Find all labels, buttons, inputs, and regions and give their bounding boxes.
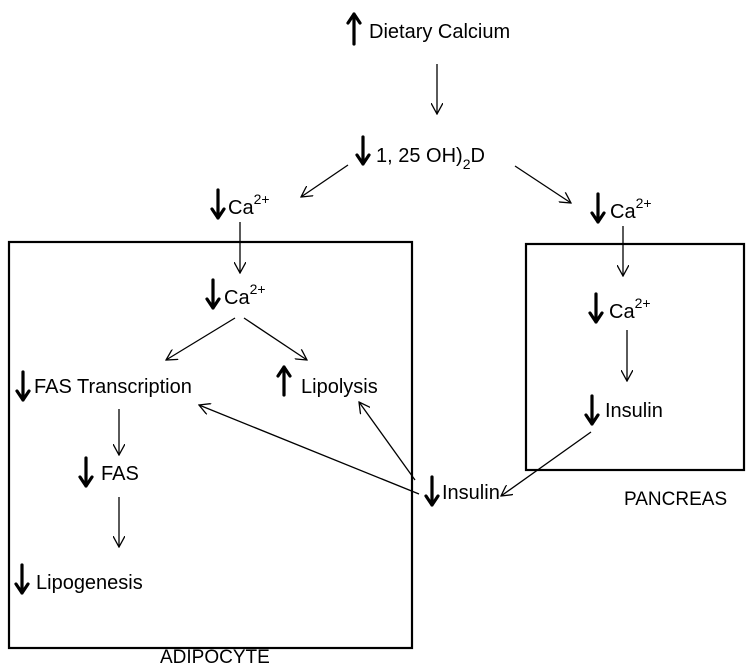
lipogenesis-text: Lipogenesis: [36, 572, 143, 594]
down-arrow-icon: [588, 292, 604, 324]
up-arrow-icon: [346, 12, 362, 46]
vitamin-d-text: 1, 25 OH)2D: [376, 145, 485, 172]
arrow-pancreas-insulin-to-circulating: [501, 431, 592, 496]
insulin-pancreas-text: Insulin: [605, 400, 663, 422]
lipolysis-node: Lipolysis: [276, 365, 378, 398]
fas-transcription-text: FAS Transcription: [34, 376, 192, 398]
arrow-ca-adipocyte-to-fas-transcription: [166, 317, 236, 360]
down-arrow-icon: [355, 135, 371, 166]
arrow-vitamin-d-to-ca-right: [514, 165, 571, 203]
down-arrow-icon: [210, 188, 226, 220]
arrow-vitamin-d-to-ca-left: [301, 164, 349, 197]
down-arrow-icon: [584, 394, 600, 426]
insulin-pancreas-node: Insulin: [584, 394, 663, 426]
down-arrow-icon: [14, 563, 30, 595]
arrow-ca-adipocyte-to-lipolysis: [243, 317, 307, 360]
down-arrow-icon: [424, 475, 440, 507]
adipocyte-box: [7, 240, 414, 650]
vitamin-d-suffix: D: [471, 145, 485, 167]
down-arrow-icon: [205, 278, 221, 310]
vitamin-d-subscript: 2: [463, 156, 471, 172]
lipolysis-text: Lipolysis: [301, 376, 378, 398]
ca-pancreas-text: Ca2+: [609, 295, 651, 323]
fas-node: FAS: [78, 456, 139, 488]
insulin-circulating-node: Insulin: [424, 475, 500, 507]
ca-pancreas-node: Ca2+: [588, 292, 651, 324]
insulin-circulating-text: Insulin: [442, 482, 500, 504]
fas-text: FAS: [101, 463, 139, 485]
vitamin-d-main: 1, 25 OH): [376, 145, 463, 167]
up-arrow-icon: [276, 365, 292, 397]
lipogenesis-node: Lipogenesis: [14, 563, 143, 595]
vitamin-d-node: 1, 25 OH)2D: [355, 135, 485, 172]
arrow-insulin-to-lipolysis: [359, 402, 416, 481]
ca-adipocyte-node: Ca2+: [205, 278, 266, 310]
down-arrow-icon: [15, 370, 31, 402]
dietary-calcium-node: Dietary Calcium: [346, 12, 510, 46]
fas-transcription-node: FAS Transcription: [15, 370, 192, 402]
adipocyte-label: ADIPOCYTE: [160, 647, 270, 666]
ca-left-node: Ca2+: [210, 188, 270, 220]
connector-arrows: [119, 64, 627, 547]
dietary-calcium-text: Dietary Calcium: [369, 21, 510, 43]
ca-left-text: Ca2+: [228, 191, 270, 219]
arrow-insulin-to-fas-transcription: [199, 405, 420, 495]
pancreas-label: PANCREAS: [624, 489, 727, 510]
down-arrow-icon: [78, 456, 94, 488]
ca-right-text: Ca2+: [610, 195, 652, 223]
down-arrow-icon: [590, 192, 606, 224]
ca-right-node: Ca2+: [590, 192, 652, 224]
pancreas-box: [524, 242, 746, 472]
ca-adipocyte-text: Ca2+: [224, 281, 266, 309]
